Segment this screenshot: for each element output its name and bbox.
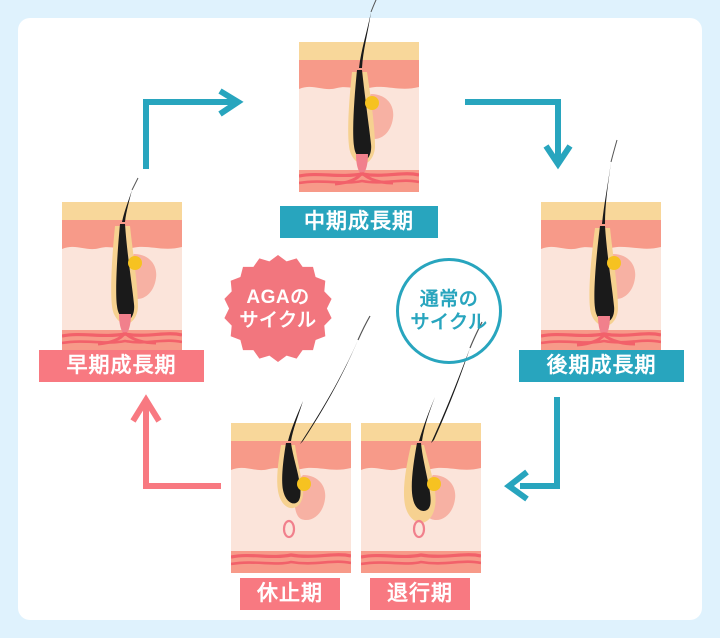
arrow-late-to-catagen bbox=[503, 397, 610, 502]
arrow-mid-to-late bbox=[465, 94, 573, 174]
stage-label-late-anagen: 後期成長期 bbox=[519, 350, 684, 382]
follicle-panel-telogen bbox=[231, 401, 351, 573]
stage-label-early-anagen: 早期成長期 bbox=[39, 350, 204, 382]
stage-label-catagen: 退行期 bbox=[370, 578, 470, 610]
aga-badge-line2: サイクル bbox=[239, 310, 317, 331]
arrow-telogen-to-early bbox=[126, 394, 226, 492]
follicle-panel-early-anagen bbox=[62, 177, 182, 352]
aga-cycle-badge: AGAの サイクル bbox=[222, 253, 334, 365]
stage-label-mid-anagen: 中期成長期 bbox=[280, 206, 438, 238]
scalloped-burst-icon bbox=[224, 255, 332, 362]
follicle-panel-mid-anagen bbox=[299, 0, 419, 192]
aga-badge-line1: AGAの bbox=[246, 286, 310, 308]
normal-badge-line1: 通常の bbox=[419, 288, 479, 310]
stage-label-telogen: 休止期 bbox=[240, 578, 340, 610]
aga-badge-text: AGAの サイクル bbox=[222, 253, 334, 365]
normal-badge-line2: サイクル bbox=[410, 312, 488, 333]
arrow-early-to-mid bbox=[140, 88, 250, 170]
follicle-panel-late-anagen bbox=[541, 139, 661, 352]
follicle-panel-catagen bbox=[361, 397, 481, 573]
normal-cycle-badge: 通常の サイクル bbox=[396, 258, 502, 364]
